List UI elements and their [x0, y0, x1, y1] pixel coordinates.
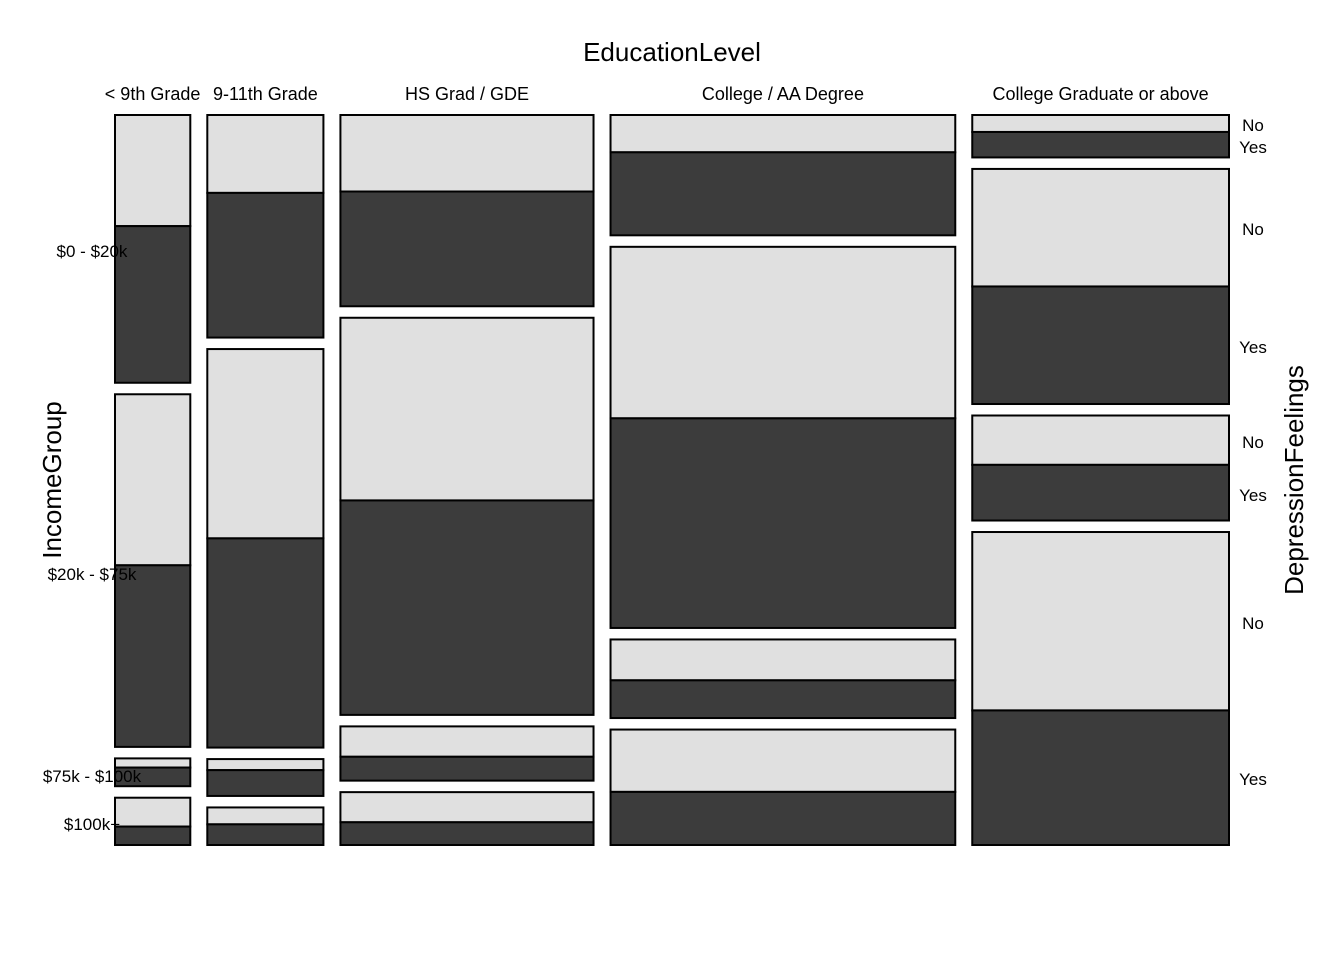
- tile-9-11th-grade-20k-75k-no: [206, 348, 325, 540]
- education-label-9-11th-grade: 9-11th Grade: [213, 84, 318, 104]
- tile-college-aa-degree-100k-yes: [609, 790, 957, 847]
- tile-9th-grade-75k-100k-yes: [114, 766, 192, 788]
- tile-college-graduate-or-above-0-20k-yes: [971, 130, 1230, 159]
- tile-hs-grad-gde-20k-75k-no: [339, 316, 595, 502]
- depression-label-no-4: No: [1242, 433, 1264, 452]
- tile-9-11th-grade-0-20k-yes: [206, 191, 325, 339]
- tile-college-graduate-or-above-20k-75k-no: [971, 167, 1230, 288]
- depression-label-yes-7: Yes: [1239, 770, 1267, 789]
- tile-9-11th-grade-100k-yes: [206, 823, 325, 847]
- tile-hs-grad-gde-0-20k-no: [339, 114, 595, 193]
- income-label-0-20k: $0 - $20k: [57, 242, 128, 261]
- tile-college-graduate-or-above-75k-100k-no: [971, 414, 1230, 466]
- tile-9-11th-grade-75k-100k-no: [206, 758, 325, 772]
- education-label-hs-grad-gde: HS Grad / GDE: [405, 84, 529, 104]
- income-label-20k-75k: $20k - $75k: [48, 565, 137, 584]
- tile-9-11th-grade-100k-no: [206, 806, 325, 826]
- tile-college-aa-degree-0-20k-no: [609, 114, 957, 154]
- depression-label-no-0: No: [1242, 116, 1264, 135]
- tile-college-graduate-or-above-0-20k-no: [971, 114, 1230, 133]
- tile-college-aa-degree-75k-100k-no: [609, 638, 957, 682]
- depression-label-no-6: No: [1242, 614, 1264, 633]
- tile-9th-grade-0-20k-yes: [114, 225, 192, 384]
- tile-college-aa-degree-20k-75k-yes: [609, 417, 957, 629]
- education-labels: < 9th Grade 9-11th Grade HS Grad / GDE Coll…: [105, 84, 1209, 104]
- mosaic-tiles: [114, 114, 1230, 847]
- education-label-9th-grade: < 9th Grade: [105, 84, 201, 104]
- tile-hs-grad-gde-75k-100k-yes: [339, 755, 595, 782]
- tile-college-aa-degree-100k-no: [609, 728, 957, 793]
- tile-9th-grade-100k-yes: [114, 825, 192, 846]
- depression-label-yes-1: Yes: [1239, 138, 1267, 157]
- tile-hs-grad-gde-0-20k-yes: [339, 190, 595, 308]
- tile-hs-grad-gde-100k-no: [339, 791, 595, 824]
- tile-hs-grad-gde-100k-yes: [339, 821, 595, 847]
- tile-college-graduate-or-above-100k-yes: [971, 709, 1230, 846]
- tile-9th-grade-20k-75k-yes: [114, 564, 192, 748]
- tile-college-aa-degree-20k-75k-no: [609, 245, 957, 420]
- tile-9th-grade-20k-75k-no: [114, 393, 192, 567]
- tile-college-graduate-or-above-100k-no: [971, 531, 1230, 712]
- tile-college-graduate-or-above-20k-75k-yes: [971, 285, 1230, 406]
- tile-hs-grad-gde-20k-75k-yes: [339, 499, 595, 716]
- tile-9-11th-grade-75k-100k-yes: [206, 769, 325, 797]
- tile-college-aa-degree-0-20k-yes: [609, 151, 957, 237]
- z-axis-title: DepressionFeelings: [1279, 365, 1309, 595]
- income-label-75k-100k: $75k - $100k: [43, 767, 142, 786]
- tile-9-11th-grade-20k-75k-yes: [206, 537, 325, 749]
- chart-title: EducationLevel: [583, 37, 761, 67]
- tile-9-11th-grade-0-20k-no: [206, 114, 325, 194]
- tile-9th-grade-0-20k-no: [114, 114, 192, 228]
- tile-college-graduate-or-above-75k-100k-yes: [971, 463, 1230, 522]
- tile-college-aa-degree-75k-100k-yes: [609, 679, 957, 720]
- depression-label-yes-3: Yes: [1239, 338, 1267, 357]
- income-labels: $0 - $20k $20k - $75k $75k - $100k $100k+: [43, 242, 142, 834]
- education-label-college-graduate-or-above: College Graduate or above: [993, 84, 1209, 104]
- depression-label-yes-5: Yes: [1239, 486, 1267, 505]
- tile-hs-grad-gde-75k-100k-no: [339, 725, 595, 758]
- income-label-100k: $100k+: [64, 815, 120, 834]
- tile-9th-grade-100k-no: [114, 796, 192, 828]
- education-label-college-aa-degree: College / AA Degree: [702, 84, 864, 104]
- y-axis-title: IncomeGroup: [37, 401, 67, 559]
- depression-label-no-2: No: [1242, 220, 1264, 239]
